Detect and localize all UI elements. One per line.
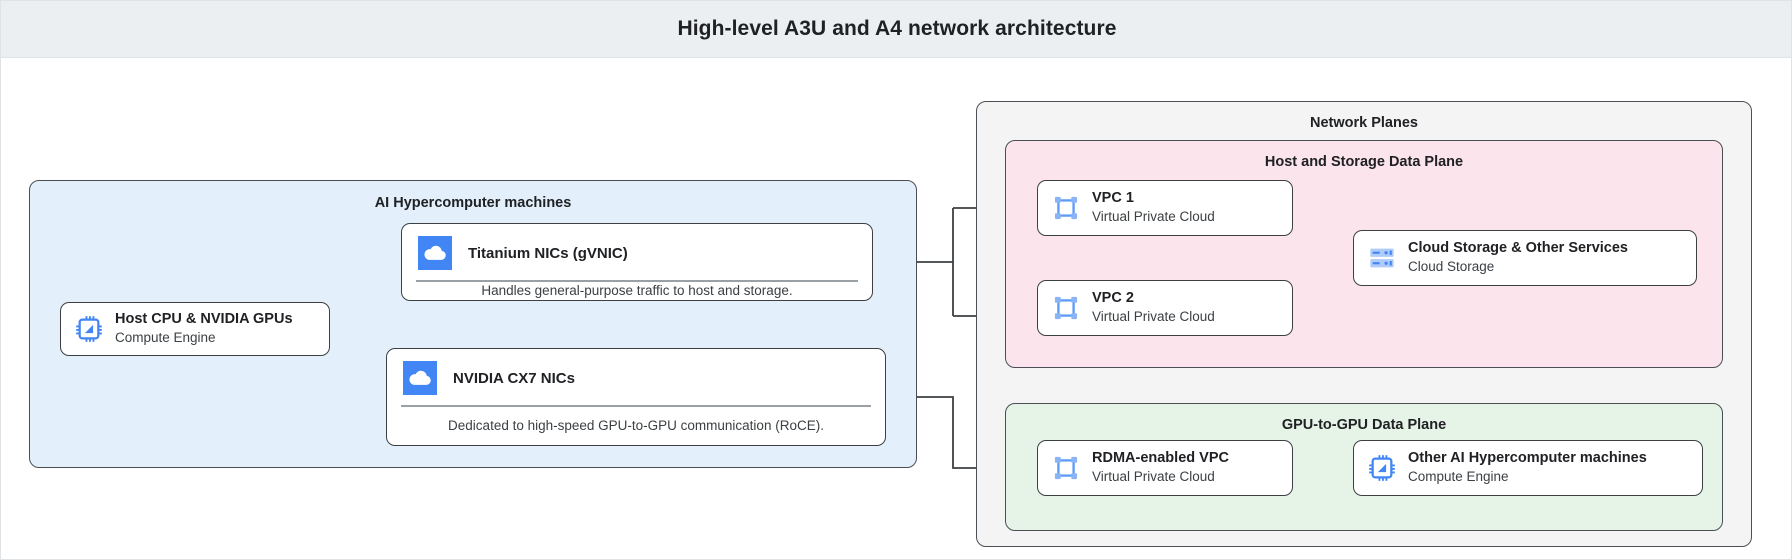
page-title: High-level A3U and A4 network architectu… — [677, 17, 1117, 40]
panel-description: Handles general-purpose traffic to host … — [481, 283, 793, 299]
group-label-host-storage-plane: Host and Storage Data Plane — [1264, 154, 1464, 170]
node-title: Host CPU & NVIDIA GPUs — [115, 311, 293, 328]
panel-titanium-nics[interactable]: Titanium NICs (gVNIC) Handles general-pu… — [401, 223, 873, 301]
panel-nvidia-cx7-nics[interactable]: NVIDIA CX7 NICs Dedicated to high-speed … — [386, 348, 886, 446]
cloud-icon — [418, 236, 452, 270]
node-cloud-storage[interactable]: Cloud Storage & Other Services Cloud Sto… — [1353, 230, 1697, 286]
node-subtitle: Cloud Storage — [1408, 259, 1495, 275]
node-host-cpu-gpus[interactable]: Host CPU & NVIDIA GPUs Compute Engine — [60, 302, 330, 356]
vpc-icon — [1054, 456, 1078, 480]
node-subtitle: Compute Engine — [1408, 469, 1509, 485]
cloud-icon — [403, 361, 437, 395]
diagram-canvas: AI Hypercomputer machines Network Planes… — [1, 58, 1791, 559]
panel-title: NVIDIA CX7 NICs — [453, 369, 575, 387]
vpc-icon — [1054, 196, 1078, 220]
node-subtitle: Compute Engine — [115, 330, 216, 346]
storage-rack-icon — [1370, 248, 1394, 268]
node-title: RDMA-enabled VPC — [1092, 450, 1229, 467]
group-label-gpu-plane: GPU-to-GPU Data Plane — [1281, 417, 1447, 433]
node-subtitle: Virtual Private Cloud — [1092, 469, 1215, 485]
cpu-chip-icon — [1369, 455, 1395, 481]
vpc-icon — [1054, 296, 1078, 320]
node-title: VPC 2 — [1092, 290, 1134, 307]
panel-divider — [416, 280, 858, 282]
panel-header: NVIDIA CX7 NICs — [387, 349, 885, 405]
node-subtitle: Virtual Private Cloud — [1092, 209, 1215, 225]
panel-description: Dedicated to high-speed GPU-to-GPU commu… — [448, 418, 824, 434]
node-rdma-enabled-vpc[interactable]: RDMA-enabled VPC Virtual Private Cloud — [1037, 440, 1293, 496]
cpu-chip-icon — [76, 316, 102, 342]
node-title: Other AI Hypercomputer machines — [1408, 450, 1647, 467]
node-title: VPC 1 — [1092, 190, 1134, 207]
node-subtitle: Virtual Private Cloud — [1092, 309, 1215, 325]
panel-divider — [401, 405, 871, 407]
panel-title: Titanium NICs (gVNIC) — [468, 244, 628, 262]
node-other-ai-hypercomputer-machines[interactable]: Other AI Hypercomputer machines Compute … — [1353, 440, 1703, 496]
node-vpc-1[interactable]: VPC 1 Virtual Private Cloud — [1037, 180, 1293, 236]
group-label-ai-machines: AI Hypercomputer machines — [374, 195, 572, 211]
group-label-network-planes: Network Planes — [1310, 115, 1418, 131]
node-vpc-2[interactable]: VPC 2 Virtual Private Cloud — [1037, 280, 1293, 336]
panel-header: Titanium NICs (gVNIC) — [402, 224, 872, 280]
node-title: Cloud Storage & Other Services — [1408, 240, 1628, 257]
page-header: High-level A3U and A4 network architectu… — [1, 1, 1791, 58]
